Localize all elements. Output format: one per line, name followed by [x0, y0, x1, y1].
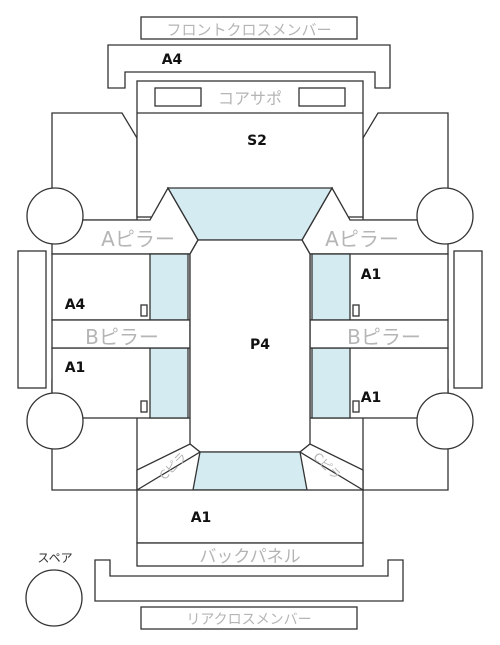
left-headlight	[154, 87, 202, 107]
front-cross-member-box	[140, 16, 358, 40]
left-rear-door-grade: A1	[65, 360, 86, 376]
rear-right-wheel	[416, 392, 474, 450]
right-headlight	[298, 87, 346, 107]
rear-cross-member-label: リアクロスメンバー	[186, 612, 311, 628]
back-panel-label: バックパネル	[199, 547, 300, 567]
left-a-pillar-label: Aピラー	[101, 227, 175, 251]
rear-window	[192, 451, 308, 491]
right-rear-window	[311, 347, 351, 419]
rear-cross-member-box	[140, 606, 358, 630]
right-rear-door-handle	[352, 400, 360, 413]
right-rear-door-grade: A1	[361, 390, 382, 406]
front-right-wheel	[416, 187, 474, 245]
left-front-window	[149, 253, 189, 321]
left-side-sill	[17, 250, 47, 389]
core-support-label: コアサポ	[218, 89, 282, 108]
trunk	[136, 489, 364, 544]
rear-left-wheel	[26, 392, 84, 450]
left-front-door-grade: A4	[65, 297, 86, 313]
rear-bumper	[94, 559, 404, 602]
right-b-pillar-label: Bピラー	[347, 325, 421, 349]
right-front-window	[311, 253, 351, 321]
front-cross-member-label: フロントクロスメンバー	[166, 21, 331, 39]
left-front-door-handle	[140, 304, 148, 317]
spare-tire	[25, 569, 83, 627]
front-bumper	[107, 44, 391, 89]
front-left-wheel	[26, 187, 84, 245]
spare-label: スペア	[37, 551, 72, 565]
left-b-pillar-label: Bピラー	[85, 325, 159, 349]
hood-grade: S2	[247, 133, 267, 149]
right-side-sill	[453, 250, 483, 389]
right-front-door-grade: A1	[361, 267, 382, 283]
right-a-pillar-label: Aピラー	[325, 227, 399, 251]
left-b-pillar	[51, 319, 191, 349]
front-bumper-grade: A4	[162, 52, 183, 68]
roof-grade: P4	[250, 337, 270, 353]
trunk-grade: A1	[191, 510, 212, 526]
left-rear-door-handle	[140, 400, 148, 413]
left-rear-window	[149, 347, 189, 419]
right-front-door-handle	[352, 304, 360, 317]
back-panel	[136, 542, 364, 567]
